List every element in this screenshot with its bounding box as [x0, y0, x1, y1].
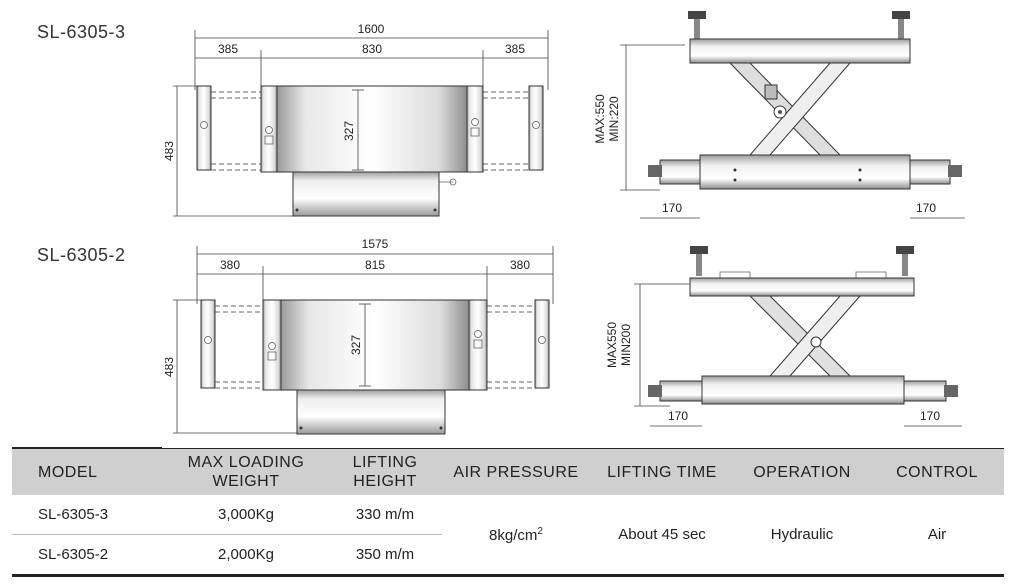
header-air-pressure: AIR PRESSURE [442, 449, 590, 495]
cell-model: SL-6305-2 [38, 546, 109, 563]
dim-side-height: MAX550 [605, 322, 619, 368]
table-header-row: MODEL MAX LOADING WEIGHT LIFTING HEIGHT … [12, 449, 1004, 495]
dim-left-span: 385 [218, 42, 238, 56]
top-view-drawing-bottom: 1575 380 815 380 483 327 [165, 238, 554, 435]
model-title-top: SL-6305-3 [37, 22, 126, 42]
header-operation: OPERATION [734, 449, 870, 495]
cell-lifting-time: About 45 sec [618, 526, 706, 543]
dim-overall-depth: 483 [165, 141, 176, 161]
dim-overall-width: 1575 [362, 238, 389, 251]
dim-side-right-ext: 170 [916, 201, 936, 215]
side-view-drawing-bottom: MAX550 MIN200 170 170 [605, 246, 962, 427]
dim-left-span: 380 [220, 258, 240, 272]
header-model: MODEL [12, 449, 164, 495]
header-max-loading-line2: WEIGHT [212, 473, 280, 490]
table-row: SL-6305-2 2,000Kg 350 m/m [12, 535, 1004, 575]
header-lifting-time: LIFTING TIME [590, 449, 734, 495]
side-view-drawing-top: MAX:550 MIN:220 170 170 [593, 11, 965, 219]
cell-lifting-height: 350 m/m [355, 546, 415, 563]
cell-model: SL-6305-3 [12, 495, 164, 535]
cell-max-loading: 3,000Kg [164, 495, 328, 535]
spec-table: MODEL MAX LOADING WEIGHT LIFTING HEIGHT … [12, 449, 1004, 574]
dim-inner-height: 327 [349, 335, 363, 355]
cell-lifting-height: 330 m/m [328, 495, 442, 535]
dim-side-left-ext: 170 [668, 409, 688, 423]
dim-overall-depth: 483 [165, 357, 176, 377]
dim-side-height: MAX:550 [593, 94, 607, 144]
header-control: CONTROL [870, 449, 1004, 495]
dim-side-height-min: MIN:220 [607, 96, 621, 142]
header-max-loading: MAX LOADING WEIGHT [164, 449, 328, 495]
cell-max-loading: 2,000Kg [218, 546, 274, 563]
cell-air-pressure: 8kg/cm2 [442, 495, 590, 574]
dim-side-right-ext: 170 [920, 409, 940, 423]
dim-overall-width: 1600 [358, 22, 385, 36]
air-pressure-superscript: 2 [537, 525, 543, 537]
top-view-drawing-top: 1600 385 830 385 483 327 [165, 22, 549, 217]
air-pressure-value: 8kg/cm [489, 526, 538, 544]
dim-inner-height: 327 [342, 121, 356, 141]
header-lifting-height-line1: LIFTING [352, 454, 418, 471]
header-lifting-height-line2: HEIGHT [353, 473, 417, 490]
cell-operation: Hydraulic [770, 526, 834, 543]
cell-control: Air [927, 526, 947, 543]
header-max-loading-line1: MAX LOADING [187, 454, 305, 471]
dim-center-span: 815 [365, 258, 385, 272]
dim-center-span: 830 [362, 42, 382, 56]
table-bottom-rule [12, 574, 1004, 577]
dim-right-span: 385 [505, 42, 525, 56]
dim-right-span: 380 [510, 258, 530, 272]
header-lifting-height: LIFTING HEIGHT [328, 449, 442, 495]
model-title-bottom: SL-6305-2 [37, 245, 126, 265]
table-row: SL-6305-3 3,000Kg 330 m/m 8kg/cm2 About … [12, 495, 1004, 544]
dim-side-left-ext: 170 [662, 201, 682, 215]
dim-side-height-min: MIN200 [619, 324, 633, 366]
